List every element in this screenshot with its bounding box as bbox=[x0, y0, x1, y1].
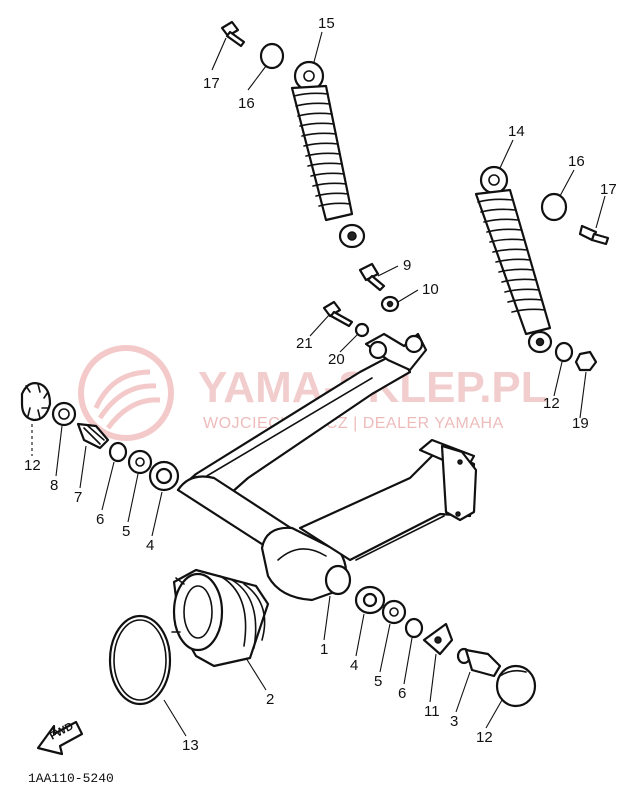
collar-8-left bbox=[51, 401, 77, 427]
callout-16-right: 16 bbox=[568, 153, 585, 170]
shock-absorber-left bbox=[290, 60, 366, 249]
callout-4-right: 4 bbox=[350, 657, 358, 674]
seal-6-left bbox=[108, 441, 128, 463]
bush-upper-left bbox=[259, 42, 285, 70]
callout-14: 14 bbox=[508, 123, 525, 140]
callout-20: 20 bbox=[328, 351, 345, 368]
callout-17-left: 17 bbox=[203, 75, 220, 92]
washer-5-right bbox=[381, 599, 407, 625]
callout-1: 1 bbox=[320, 641, 328, 658]
bolt-3 bbox=[456, 647, 502, 678]
callout-5-left: 5 bbox=[122, 523, 130, 540]
shock-absorber-right bbox=[474, 165, 553, 354]
callout-16-left: 16 bbox=[238, 95, 255, 112]
bearing-4-left bbox=[148, 460, 180, 492]
cap-12-right bbox=[495, 664, 537, 708]
bolt-upper-left bbox=[220, 20, 246, 48]
callout-labels: 15 17 16 14 16 17 9 10 21 20 12 19 12 8 … bbox=[24, 15, 617, 754]
callout-6-right: 6 bbox=[398, 685, 406, 702]
pivot-shaft-7 bbox=[76, 422, 110, 450]
callout-10: 10 bbox=[422, 281, 439, 298]
seal-6-right bbox=[404, 617, 424, 639]
callout-12-right-cap: 12 bbox=[476, 729, 493, 746]
callout-8: 8 bbox=[50, 477, 58, 494]
callout-17-right: 17 bbox=[600, 181, 617, 198]
nut-12-left bbox=[20, 382, 52, 422]
callout-9: 9 bbox=[403, 257, 411, 274]
callout-3: 3 bbox=[450, 713, 458, 730]
washer-12-right bbox=[554, 341, 574, 363]
bolt-9 bbox=[358, 262, 386, 292]
callout-7: 7 bbox=[74, 489, 82, 506]
nut-19 bbox=[574, 350, 598, 372]
callout-4-left: 4 bbox=[146, 537, 154, 554]
callout-5-right: 5 bbox=[374, 673, 382, 690]
yamaha-logo-watermark bbox=[78, 345, 174, 441]
callout-11: 11 bbox=[424, 703, 440, 720]
swing-arm bbox=[176, 332, 478, 602]
callout-12-right-washer: 12 bbox=[543, 395, 560, 412]
washer-20 bbox=[354, 322, 370, 338]
callout-21: 21 bbox=[296, 335, 313, 352]
callout-6-left: 6 bbox=[96, 511, 104, 528]
plate-11 bbox=[422, 622, 454, 656]
watermark-dealer: WOJCIECHOWICZ | DEALER YAMAHA bbox=[203, 415, 504, 432]
callout-13: 13 bbox=[182, 737, 199, 754]
diagram-code: 1AA110-5240 bbox=[28, 771, 114, 786]
washer-5-left bbox=[127, 449, 153, 475]
bush-upper-right bbox=[540, 192, 568, 222]
callout-19: 19 bbox=[572, 415, 589, 432]
washer-10 bbox=[380, 295, 400, 313]
callout-15: 15 bbox=[318, 15, 335, 32]
fwd-arrow-icon: FWD bbox=[36, 720, 84, 756]
leader-lines bbox=[31, 31, 606, 737]
bolt-21 bbox=[322, 300, 354, 328]
rubber-boot-2 bbox=[171, 568, 270, 668]
band-13 bbox=[108, 614, 172, 706]
callout-12-left: 12 bbox=[24, 457, 41, 474]
bearing-4-right bbox=[354, 585, 386, 615]
callout-2: 2 bbox=[266, 691, 274, 708]
bolt-upper-right bbox=[578, 224, 610, 246]
